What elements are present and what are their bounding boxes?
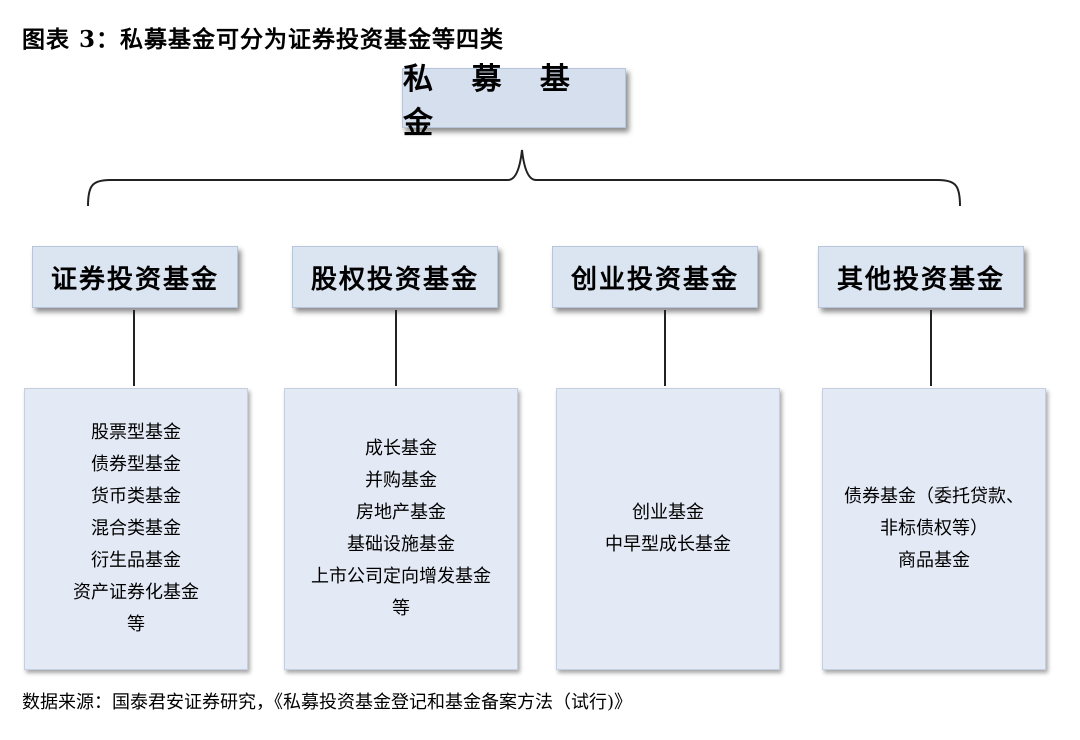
list-item: 等: [127, 614, 145, 635]
list-item: 债券基金（委托贷款、: [844, 486, 1024, 507]
figure-title: 图表 3：私募基金可分为证券投资基金等四类: [22, 26, 505, 53]
list-item: 等: [392, 598, 410, 619]
connector-line: [133, 310, 135, 386]
list-item: 货币类基金: [91, 486, 181, 507]
category-other-fund: 其他投资基金: [818, 246, 1024, 308]
list-item: 衍生品基金: [91, 550, 181, 571]
list-item: 成长基金: [365, 438, 437, 459]
list-item: 上市公司定向增发基金: [311, 566, 491, 587]
connector-line: [930, 310, 932, 386]
connector-line: [664, 310, 666, 386]
list-item: 股票型基金: [91, 422, 181, 443]
list-item: 资产证券化基金: [73, 582, 199, 603]
list-item: 房地产基金: [356, 502, 446, 523]
category-equity-fund: 股权投资基金: [292, 246, 498, 308]
detail-equity-fund: 成长基金 并购基金 房地产基金 基础设施基金 上市公司定向增发基金 等: [284, 388, 518, 670]
category-venture-fund: 创业投资基金: [552, 246, 758, 308]
detail-venture-fund: 创业基金 中早型成长基金: [556, 388, 780, 670]
list-item: 债券型基金: [91, 454, 181, 475]
connector-line: [395, 310, 397, 386]
list-item: 中早型成长基金: [605, 534, 731, 555]
category-securities-fund: 证券投资基金: [32, 246, 238, 308]
detail-securities-fund: 股票型基金 债券型基金 货币类基金 混合类基金 衍生品基金 资产证券化基金 等: [24, 388, 248, 670]
list-item: 商品基金: [898, 550, 970, 571]
list-item: 并购基金: [365, 470, 437, 491]
list-item: 创业基金: [632, 502, 704, 523]
list-item: 混合类基金: [91, 518, 181, 539]
source-note: 数据来源：国泰君安证券研究，《私募投资基金登记和基金备案方法（试行)》: [22, 692, 633, 713]
detail-other-fund: 债券基金（委托贷款、 非标债权等） 商品基金: [822, 388, 1046, 670]
list-item: 非标债权等）: [880, 518, 988, 539]
list-item: 基础设施基金: [347, 534, 455, 555]
